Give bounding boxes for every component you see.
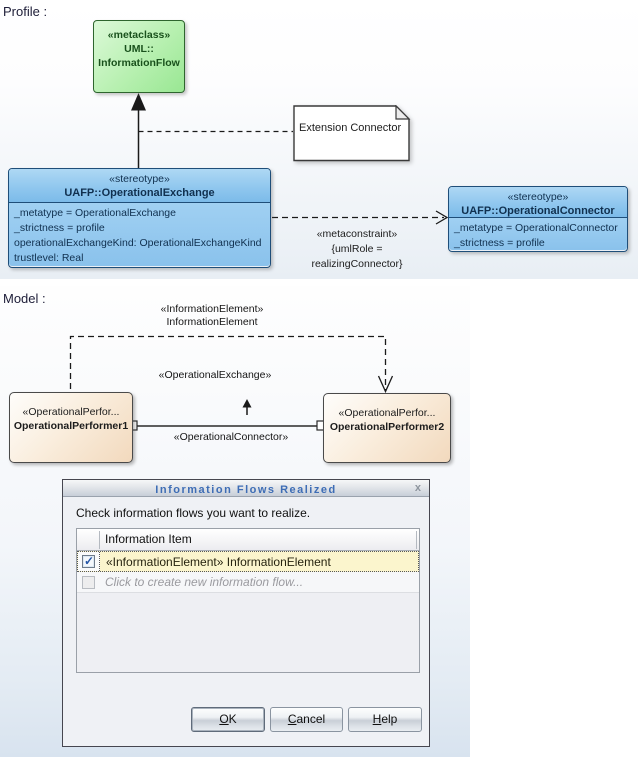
table-row[interactable]: «InformationElement» InformationElement <box>77 551 419 572</box>
performer1-stereotype: «OperationalPerfor... <box>22 406 120 418</box>
checkbox-checked-icon[interactable] <box>82 554 95 568</box>
metaclass-node[interactable]: «metaclass» UML:: InformationFlow <box>93 20 185 93</box>
note-node[interactable]: Extension Connector <box>293 104 411 162</box>
metaconstraint-label: «metaconstraint» {umlRole = realizingCon… <box>311 228 403 270</box>
connector-attribute: _strictness = profile <box>454 237 545 249</box>
connector-stereotype: «stereotype» <box>507 191 569 203</box>
operational-performer1-node[interactable]: «OperationalPerfor... OperationalPerform… <box>9 392 133 463</box>
performer2-name: OperationalPerformer2 <box>329 421 445 433</box>
close-icon[interactable]: x <box>414 482 421 494</box>
checkbox-unchecked-icon[interactable] <box>81 575 95 589</box>
note-shape <box>293 104 411 162</box>
header-column-divider <box>416 531 417 549</box>
information-item-table: Information Item «InformationElement» In… <box>76 528 420 673</box>
metaclass-name-line1: UML:: <box>124 43 154 55</box>
exchange-attribute: operationalExchangeKind: OperationalExch… <box>14 237 262 249</box>
information-element-label: «InformationElement» InformationElement <box>160 303 264 328</box>
exchange-attribute: trustlevel: Real <box>14 252 84 264</box>
model-section-label: Model : <box>3 291 46 306</box>
exchange-name: UAFP::OperationalExchange <box>64 187 215 199</box>
table-header: Information Item <box>77 529 419 551</box>
operational-performer2-node[interactable]: «OperationalPerfor... OperationalPerform… <box>323 393 451 463</box>
metaclass-stereotype: «metaclass» <box>107 29 171 41</box>
connector-attribute: _metatype = OperationalConnector <box>454 222 618 234</box>
dialog-title: Information Flows Realized <box>155 484 337 496</box>
information-flows-realized-dialog: Information Flows Realized x Check infor… <box>62 479 430 747</box>
performer1-name: OperationalPerformer1 <box>13 420 129 432</box>
exchange-stereotype: «stereotype» <box>109 173 170 185</box>
ok-button[interactable]: OK <box>191 707 265 732</box>
profile-section-label: Profile : <box>3 4 48 19</box>
dialog-titlebar[interactable]: Information Flows Realized x <box>63 480 429 497</box>
exchange-attribute: _metatype = OperationalExchange <box>14 207 176 219</box>
performer2-stereotype: «OperationalPerfor... <box>338 407 436 419</box>
metaclass-name-line2: InformationFlow <box>98 57 180 69</box>
operational-connector-node[interactable]: «stereotype» UAFP::OperationalConnector … <box>448 186 628 252</box>
operational-connector-label: «OperationalConnector» <box>173 431 289 443</box>
table-row[interactable]: Click to create new information flow... <box>77 572 419 593</box>
help-button[interactable]: Help <box>348 707 422 732</box>
dialog-instruction: Check information flows you want to real… <box>76 506 311 520</box>
table-header-label: Information Item <box>105 532 192 546</box>
exchange-attribute: _strictness = profile <box>14 222 105 234</box>
header-column-divider <box>99 531 100 549</box>
operational-exchange-label: «OperationalExchange» <box>158 369 272 381</box>
table-row-label: «InformationElement» InformationElement <box>106 554 331 569</box>
table-row-label: Click to create new information flow... <box>105 575 304 589</box>
connector-name: UAFP::OperationalConnector <box>461 205 615 217</box>
note-text: Extension Connector <box>299 122 402 134</box>
cancel-button[interactable]: Cancel <box>270 707 343 732</box>
operational-exchange-node[interactable]: «stereotype» UAFP::OperationalExchange _… <box>8 168 271 268</box>
